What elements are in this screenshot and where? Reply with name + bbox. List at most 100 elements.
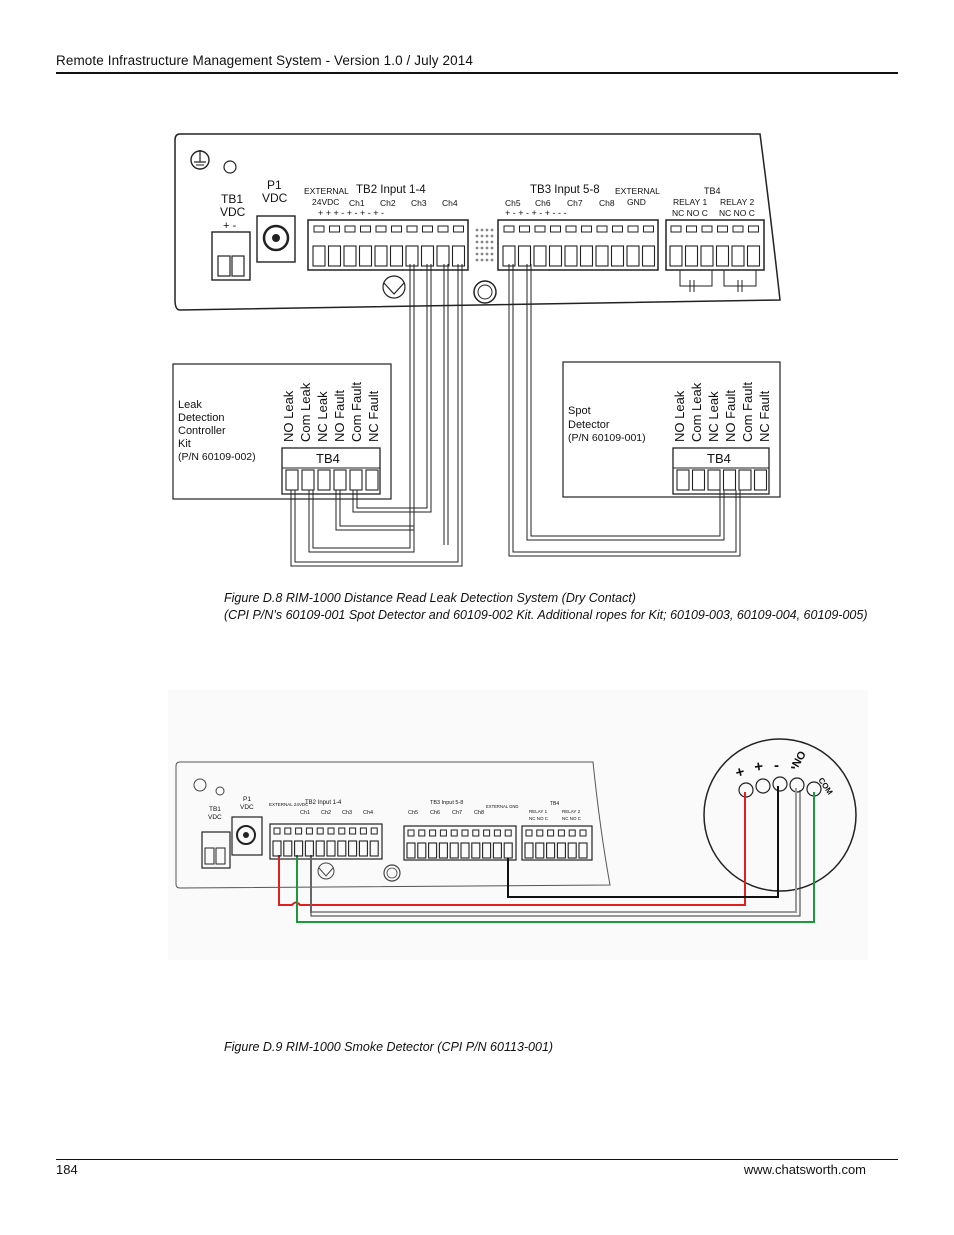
d8-spot-term-2: Com Leak [689, 382, 704, 442]
d8-tb4-block [665, 219, 765, 271]
terminal-clamp [305, 827, 313, 835]
d8-relay2-contacts: NC NO C [719, 208, 755, 218]
terminal-screw [436, 245, 450, 267]
d8-tb2-ch4: Ch4 [442, 198, 458, 208]
d8-spot-term-4: NO Fault [723, 390, 738, 442]
terminal-screw [337, 840, 347, 857]
d8-relay1-contacts: NC NO C [672, 208, 708, 218]
d9-p1-jack [231, 816, 263, 856]
d8-tb3-ch5: Ch5 [505, 198, 521, 208]
terminal-screw [746, 245, 761, 267]
terminal-clamp [670, 225, 682, 233]
d8-leak-term-3: NC Leak [315, 391, 330, 442]
terminal-clamp [483, 829, 491, 837]
terminal-clamp [686, 225, 697, 233]
d8-24vdc-label: 24VDC [312, 197, 339, 207]
terminal-screw [343, 245, 357, 267]
terminal-clamp [418, 829, 426, 837]
terminal-screw [731, 245, 745, 267]
d8-spot-term-5: Com Fault [740, 382, 755, 442]
terminal-screw [535, 842, 545, 859]
terminal-screw [327, 245, 342, 267]
terminal-clamp [370, 827, 378, 835]
d8-tb4-label: TB4 [704, 186, 721, 196]
terminal-screw [326, 840, 336, 857]
d8-tb2-block [307, 219, 469, 271]
terminal-screw [595, 245, 609, 267]
terminal-screw [301, 469, 315, 491]
terminal-clamp [313, 225, 325, 233]
d9-led-icon [215, 786, 225, 796]
terminal-screw [272, 840, 282, 857]
terminal-screw [460, 842, 470, 859]
svg-text:+ + + - + - + - + -: + + + - + - + - + - [318, 208, 384, 218]
terminal-clamp [627, 225, 639, 233]
d9-tb2-ch1: Ch1 [300, 810, 310, 816]
d9-tb4-block [521, 825, 593, 861]
terminal-clamp [349, 827, 357, 835]
terminal-screw [348, 840, 358, 857]
terminal-screw [449, 842, 459, 859]
terminal-screw [365, 469, 379, 491]
d8-tb2-ch3: Ch3 [411, 198, 427, 208]
terminal-screw [691, 469, 706, 491]
terminal-screw [471, 842, 481, 859]
d9-tb1-vdc: VDC [208, 814, 222, 821]
terminal-screw [579, 245, 594, 267]
terminal-screw [610, 245, 625, 267]
terminal-clamp [437, 225, 449, 233]
terminal-screw [333, 469, 347, 491]
d8-tb1-vdc: VDC [220, 205, 246, 219]
terminal-screw [707, 469, 721, 491]
terminal-screw [738, 469, 752, 491]
terminal-clamp [534, 225, 546, 233]
d8-leak-term-2: Com Leak [298, 382, 313, 442]
terminal-clamp [450, 829, 458, 837]
terminal-screw [374, 245, 388, 267]
terminal-clamp [503, 225, 515, 233]
terminal-clamp [284, 827, 292, 835]
d8-spot-tb4-block [672, 447, 770, 495]
d8-relay2-label: RELAY 2 [720, 197, 754, 207]
terminal-clamp [701, 225, 713, 233]
figure-d8-diagram: TB1 VDC + - P1 VDC EXTERNAL 24VDC TB2 In… [172, 133, 781, 567]
d9-external-gnd: EXTERNAL GND [486, 804, 518, 809]
d9-smoke-detector [703, 738, 857, 892]
terminal-clamp [422, 225, 433, 233]
terminal-screw [369, 840, 379, 857]
d8-device-outline [174, 133, 781, 311]
terminal-clamp [406, 225, 418, 233]
terminal-clamp [329, 225, 340, 233]
d9-tb3-ch8: Ch8 [474, 810, 484, 816]
terminal-clamp [295, 827, 303, 835]
d8-leak-term-1: NO Leak [281, 390, 296, 442]
page-number: 184 [56, 1162, 78, 1177]
d8-external-gnd-label: EXTERNAL [615, 186, 660, 196]
d8-tb3-ch7: Ch7 [567, 198, 583, 208]
terminal-screw [492, 842, 502, 859]
svg-text:+ - + - + - + - - -: + - + - + - + - - - [505, 208, 567, 218]
d8-spot-term-3: NC Leak [706, 391, 721, 442]
terminal-screw [567, 842, 577, 859]
terminal-clamp [557, 829, 565, 837]
terminal-clamp [550, 225, 561, 233]
figure-d9-caption: Figure D.9 RIM-1000 Smoke Detector (CPI … [224, 1040, 554, 1054]
d8-relay2-symbol [723, 270, 757, 292]
d8-leak-kit-box [172, 363, 392, 500]
d9-relay2-label: RELAY 2 [562, 809, 581, 814]
d8-spot-detector-box [562, 361, 781, 498]
d8-spot-term-6: NC Fault [757, 390, 772, 442]
d9-mount-hole [383, 864, 401, 882]
terminal-clamp [565, 225, 577, 233]
terminal-clamp [360, 225, 371, 233]
terminal-clamp [536, 829, 544, 837]
terminal-clamp [439, 829, 447, 837]
terminal-screw [546, 842, 556, 859]
terminal-clamp [327, 827, 335, 835]
terminal-screw [420, 245, 435, 267]
d8-gnd-label: GND [627, 197, 646, 207]
terminal-clamp [375, 225, 387, 233]
d9-smoke-term-2: + [753, 758, 764, 776]
